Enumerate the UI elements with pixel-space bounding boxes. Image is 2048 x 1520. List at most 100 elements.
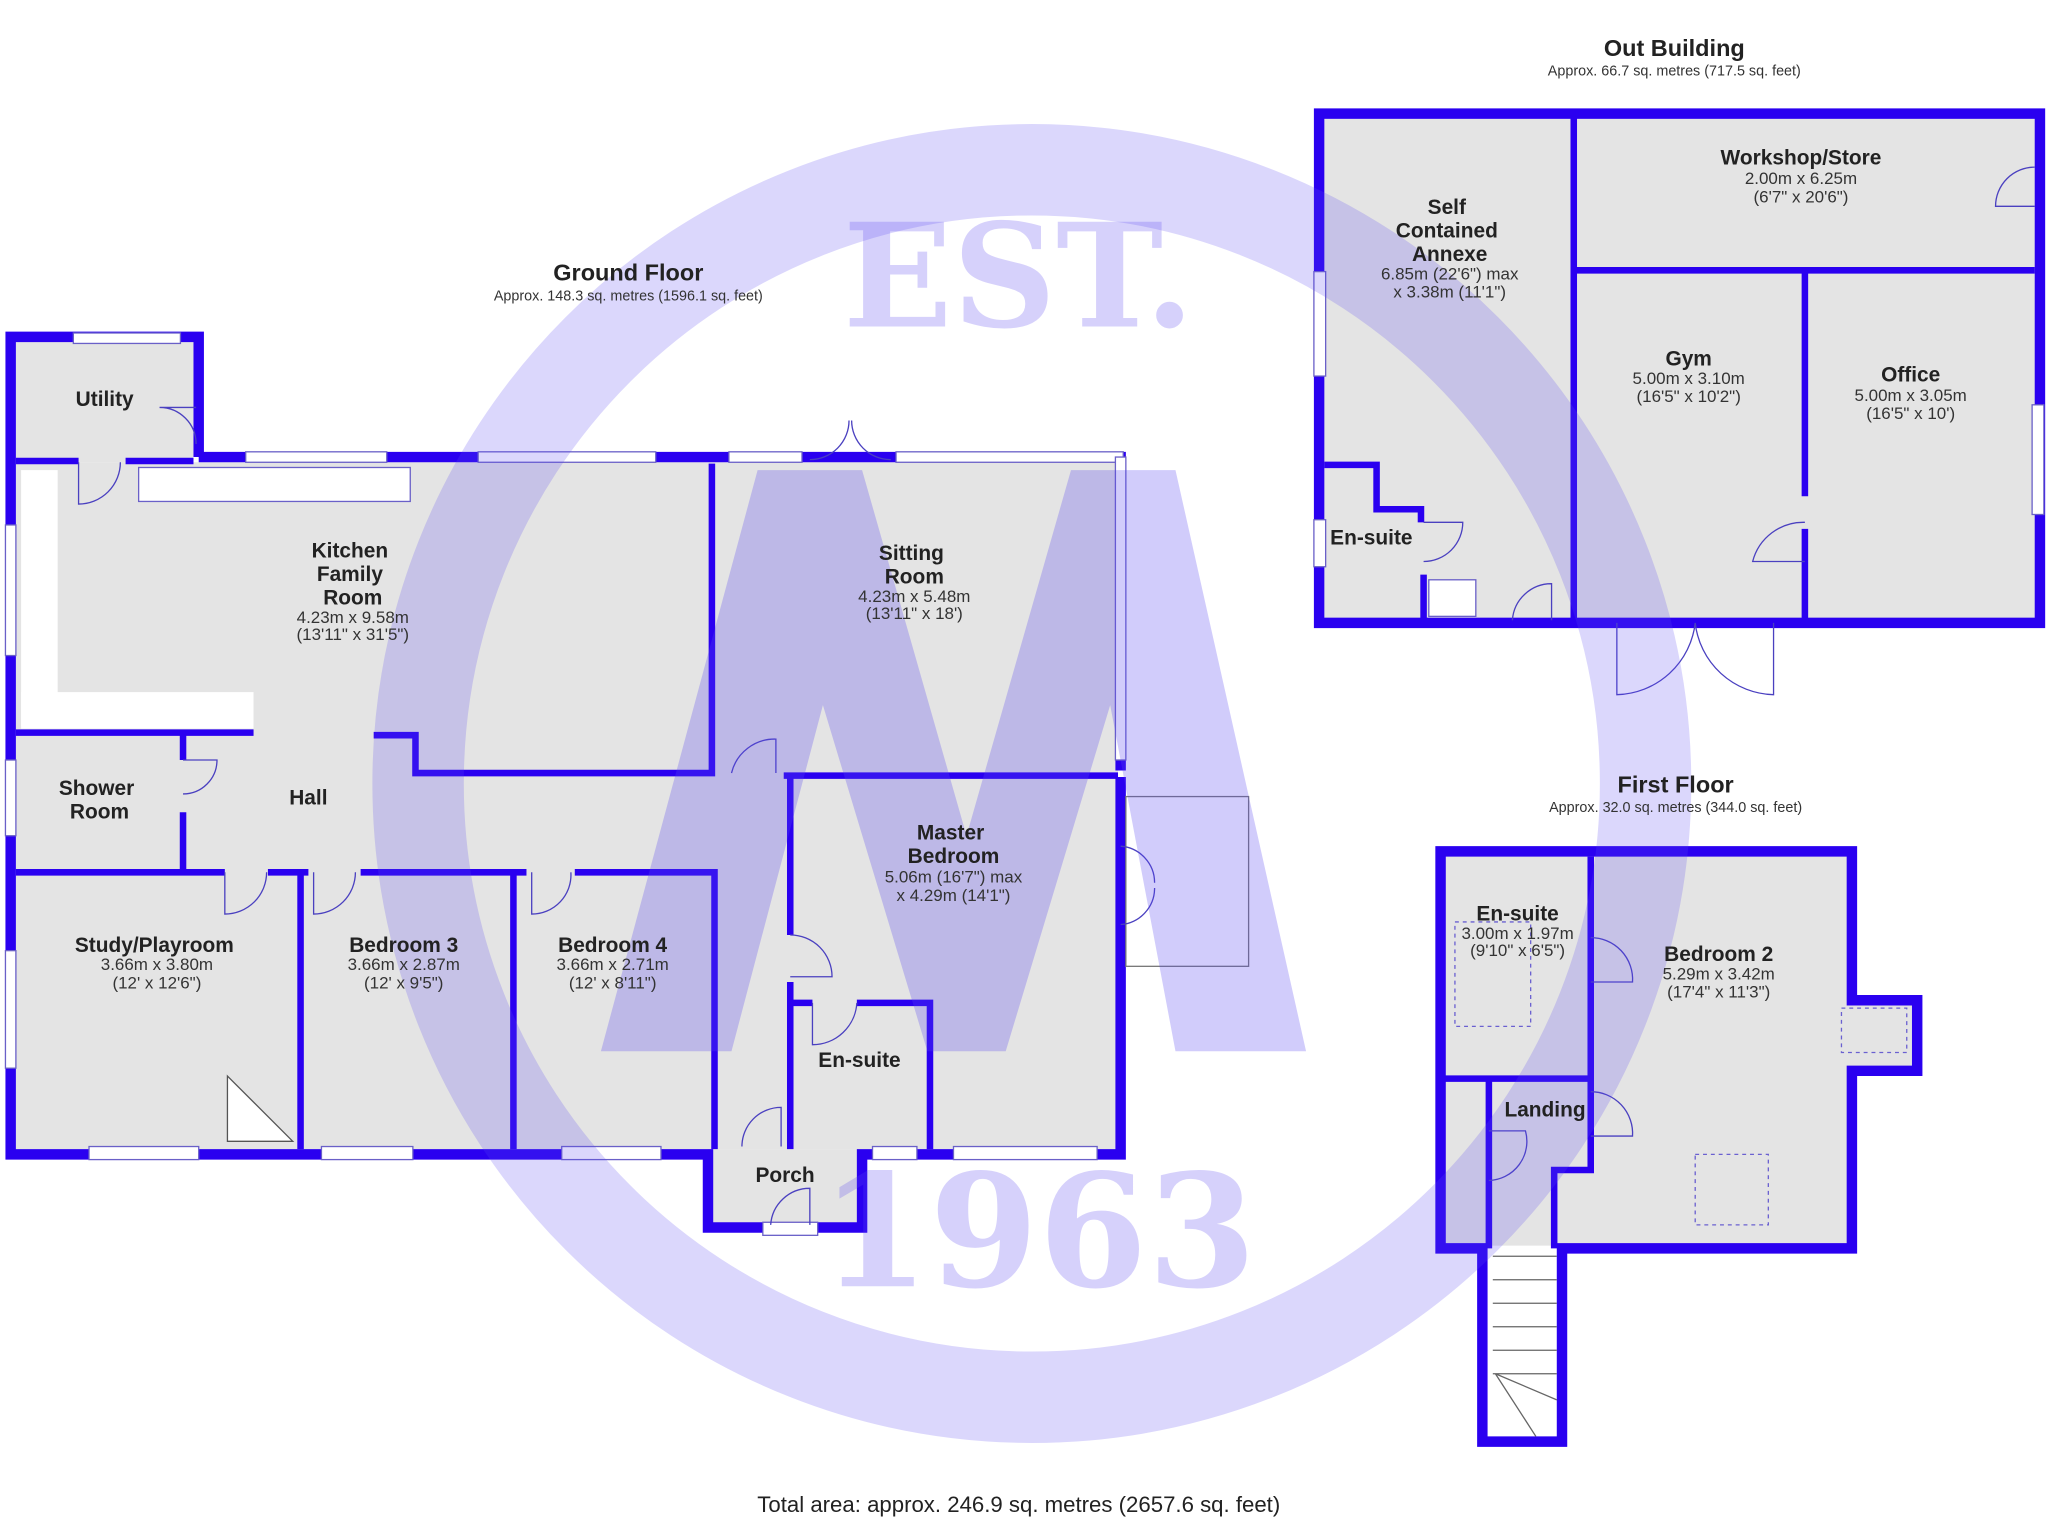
watermark-logo: EST. 1963 <box>372 124 1692 1443</box>
door[interactable] <box>1590 936 1634 983</box>
stairs-bg <box>1488 1245 1563 1442</box>
room-dim-ft-bedroom3: (12' x 9'5") <box>364 974 443 993</box>
door[interactable] <box>183 759 218 795</box>
out-inner-walls <box>1570 116 2035 621</box>
annexe-ensuite-wall <box>1324 461 1427 621</box>
door[interactable] <box>741 1106 782 1147</box>
window <box>762 1221 819 1236</box>
window <box>1114 456 1127 761</box>
room-name-office: Office <box>1881 363 1940 386</box>
room-dim-kitchen: 4.23m x 9.58m <box>297 608 409 627</box>
room-dim-ft-kitchen: (13'11" x 31'5") <box>297 625 410 644</box>
watermark-ring <box>372 124 1692 1443</box>
hob-icon <box>1428 579 1477 618</box>
first-floor <box>1435 846 1923 1447</box>
french-doors[interactable] <box>809 420 891 461</box>
window <box>4 524 17 657</box>
watermark-letter-m <box>600 470 1307 1052</box>
room-dim-annexe: 6.85m (22'6") max <box>1381 264 1519 283</box>
ground-floor-area: Approx. 148.3 sq. metres (1596.1 sq. fee… <box>494 288 763 304</box>
room-dim-ft-first-ensuite: (9'10" x 6'5") <box>1470 941 1565 960</box>
room-dim-workshop: 2.00m x 6.25m <box>1745 169 1857 188</box>
bay-floor <box>1844 1000 1915 1071</box>
watermark-year: 1963 <box>820 1139 1256 1323</box>
room-name-first-ensuite: En-suite <box>1476 903 1558 926</box>
room-dim-ft-workshop: (6'7" x 20'6") <box>1754 187 1849 206</box>
window <box>1313 270 1327 377</box>
ensuite-wall <box>790 999 934 1150</box>
bedrooms-top-wall <box>15 869 718 1150</box>
window <box>88 1145 200 1161</box>
french-doors[interactable] <box>1616 622 1775 696</box>
room-dim-ft-annexe: x 3.38m (11'1") <box>1393 283 1506 302</box>
counter-left <box>21 470 58 727</box>
patio-doors[interactable] <box>1120 845 1156 926</box>
front-door[interactable] <box>770 1187 811 1225</box>
window <box>952 1145 1098 1161</box>
window <box>871 1145 918 1161</box>
room-dim-first-ensuite: 3.00m x 1.97m <box>1461 924 1573 943</box>
window <box>4 759 17 837</box>
bedrooms-partition <box>297 872 517 1150</box>
door[interactable] <box>159 406 197 444</box>
window <box>895 451 1124 463</box>
room-dim-office: 5.00m x 3.05m <box>1855 386 1967 405</box>
door[interactable] <box>1423 521 1464 563</box>
main-floor <box>15 462 1119 1150</box>
staircase-icon <box>1492 1255 1558 1437</box>
out-building-area: Approx. 66.7 sq. metres (717.5 sq. feet) <box>1548 64 1801 80</box>
labels: Ground Floor Approx. 148.3 sq. metres (1… <box>59 35 1967 1517</box>
door[interactable] <box>77 462 122 505</box>
door[interactable] <box>312 872 357 915</box>
room-dim-ft-sitting: (13'11" x 18') <box>866 604 963 623</box>
room-name-sitting: Sitting Room <box>879 542 950 589</box>
out-building-floor <box>1321 116 2038 621</box>
door[interactable] <box>1511 583 1553 621</box>
out-building <box>1313 108 2046 696</box>
room-name-hall: Hall <box>289 786 327 809</box>
door[interactable] <box>1590 1091 1634 1137</box>
skylight <box>1694 1153 1769 1226</box>
door[interactable] <box>531 872 572 915</box>
room-name-utility: Utility <box>76 388 134 411</box>
window <box>4 950 17 1069</box>
door[interactable] <box>1994 166 2035 207</box>
room-dim-bedroom2: 5.29m x 3.42m <box>1663 964 1775 983</box>
door[interactable] <box>790 934 833 978</box>
ground-floor <box>4 331 1250 1236</box>
room-dim-study: 3.66m x 3.80m <box>101 955 213 974</box>
window <box>477 451 657 463</box>
room-name-workshop: Workshop/Store <box>1721 147 1882 170</box>
door[interactable] <box>811 1002 858 1046</box>
first-floor-floor <box>1441 851 1850 1246</box>
utility-floor <box>15 342 194 463</box>
skylight <box>1454 921 1532 1028</box>
room-dim-ft-bedroom2: (17'4" x 11'3") <box>1667 983 1770 1002</box>
porch-floor <box>707 1149 860 1225</box>
room-dim-sitting: 4.23m x 5.48m <box>858 587 970 606</box>
watermark-est: EST. <box>843 191 1195 360</box>
room-name-shower: Shower Room <box>59 777 140 824</box>
total-area: Total area: approx. 246.9 sq. metres (26… <box>757 1492 1280 1517</box>
room-dim-ft-gym: (16'5" x 10'2") <box>1636 387 1740 406</box>
patio <box>1125 795 1250 967</box>
door[interactable] <box>1488 1130 1528 1182</box>
room-name-landing: Landing <box>1504 1098 1585 1121</box>
room-name-ensuite: En-suite <box>818 1049 900 1072</box>
room-name-bedroom3: Bedroom 3 <box>349 934 458 957</box>
door[interactable] <box>1751 521 1805 563</box>
room-dim-gym: 5.00m x 3.10m <box>1633 369 1745 388</box>
room-name-annexe: Self Contained Annexe <box>1396 196 1504 266</box>
room-name-kitchen: Kitchen Family Room <box>312 540 394 610</box>
counter-bottom <box>21 692 254 729</box>
room-name-porch: Porch <box>755 1164 814 1187</box>
master-wall <box>783 772 1119 1150</box>
room-dim-ft-study: (12' x 12'6") <box>112 974 201 993</box>
ground-floor-title: Ground Floor <box>553 260 703 286</box>
door[interactable] <box>224 872 268 915</box>
room-name-annexe-ensuite: En-suite <box>1330 527 1412 550</box>
first-inner-walls <box>1441 856 1594 1249</box>
first-outer-wall <box>1435 846 1923 1447</box>
kitchen-wall <box>373 463 716 777</box>
door[interactable] <box>730 738 777 774</box>
